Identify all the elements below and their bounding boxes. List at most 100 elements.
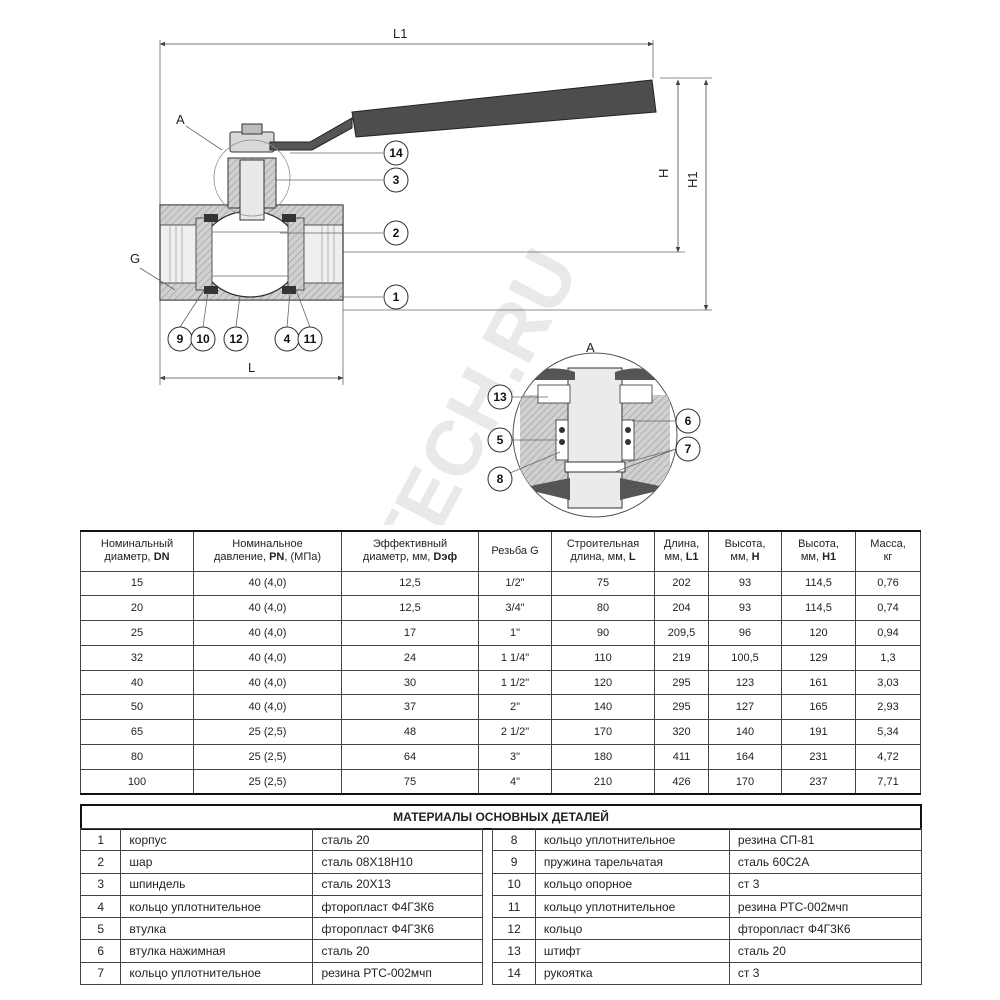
dimension-l1: L1 (159, 26, 654, 205)
table-cell: 25 (80, 620, 194, 646)
table-cell: 37 (341, 694, 479, 721)
part-material: сталь 60С2А (728, 850, 923, 874)
table-cell: 30 (341, 669, 479, 696)
header-mass: Масса,кг (855, 530, 921, 572)
part-material: резина РТС-002мчп (312, 961, 484, 986)
column-gap (482, 895, 494, 918)
header-text: Номинальный (100, 538, 174, 551)
table-cell: 4,72 (855, 744, 921, 770)
header-text: мм, (664, 551, 683, 564)
part-name: втулка нажимная (120, 939, 314, 963)
part-number: 4 (79, 894, 122, 919)
table-cell: 140 (708, 719, 782, 746)
column-gap (482, 828, 494, 851)
detail-a-marker: A (176, 112, 291, 217)
table-cell: 5,34 (855, 719, 921, 746)
table-cell: 25 (2,5) (193, 719, 342, 746)
table-cell: 17 (341, 620, 479, 646)
header-text: мм, (800, 551, 820, 564)
part-number: 7 (79, 961, 122, 986)
callout-14: 14 (389, 146, 403, 160)
header-thread: Резьба G (478, 530, 552, 572)
part-name: кольцо опорное (534, 872, 730, 896)
callout-12: 12 (229, 332, 243, 346)
part-number: 5 (79, 917, 122, 941)
table-cell: 40 (80, 669, 194, 696)
part-name: кольцо уплотнительное (120, 894, 314, 919)
header-text: Номинальное (232, 538, 303, 551)
table-cell: 93 (708, 570, 782, 597)
part-number: 2 (79, 850, 122, 874)
header-text: Длина, (663, 538, 700, 551)
table-cell: 0,74 (855, 595, 921, 622)
column-gap (482, 850, 494, 874)
table-cell: 1" (478, 620, 552, 646)
table-cell: 123 (708, 669, 782, 696)
table-cell: 12,5 (341, 595, 479, 622)
table-cell: 140 (551, 694, 655, 721)
dim-l-label: L (248, 360, 255, 375)
column-gap (482, 917, 494, 940)
table-cell: 219 (654, 644, 709, 671)
part-name: кольцо уплотнительное (534, 827, 730, 852)
table-cell: 4" (478, 768, 552, 796)
table-cell: 1 1/4" (478, 644, 552, 671)
part-number: 9 (492, 850, 536, 874)
callout-6: 6 (685, 414, 692, 428)
table-cell: 120 (781, 620, 856, 646)
part-material: фторопласт Ф4Г3К6 (312, 917, 484, 941)
part-number: 8 (492, 827, 536, 852)
table-cell: 114,5 (781, 595, 856, 622)
table-cell: 164 (708, 744, 782, 770)
table-cell: 15 (80, 570, 194, 597)
header-text: диаметр, мм, (362, 551, 431, 564)
callouts-main-right: 14 3 2 1 (275, 140, 409, 310)
part-material: сталь 20 (312, 827, 484, 852)
part-name: шар (120, 850, 314, 874)
part-material: ст 3 (728, 961, 923, 986)
table-cell: 90 (551, 620, 655, 646)
table-cell: 40 (4,0) (193, 669, 342, 696)
valve-drawing: SANTECH.RU L1 L H H1 (130, 26, 712, 525)
part-material: сталь 20 (728, 939, 923, 963)
callout-13: 13 (493, 390, 507, 404)
part-name: пружина тарельчатая (534, 850, 730, 874)
table-cell: 237 (781, 768, 856, 796)
part-material: фторопласт Ф4Г3К6 (312, 894, 484, 919)
header-text: , (МПа) (284, 551, 322, 564)
callout-2: 2 (393, 226, 400, 240)
table-cell: 65 (80, 719, 194, 746)
table-cell: 0,94 (855, 620, 921, 646)
part-number: 11 (492, 894, 536, 919)
callout-1: 1 (393, 290, 400, 304)
table-cell: 75 (341, 768, 479, 796)
detail-view-title: A (586, 340, 595, 355)
column-gap (482, 962, 494, 985)
table-cell: 231 (781, 744, 856, 770)
header-text: Строительная (566, 538, 640, 551)
header-text: Масса, (870, 538, 906, 551)
dimension-l: L (159, 290, 344, 385)
part-name: штифт (534, 939, 730, 963)
table-cell: 1,3 (855, 644, 921, 671)
table-cell: 295 (654, 669, 709, 696)
header-text: Высота, (724, 538, 766, 551)
table-cell: 127 (708, 694, 782, 721)
part-number: 12 (492, 917, 536, 941)
table-cell: 209,5 (654, 620, 709, 646)
table-cell: 80 (551, 595, 655, 622)
table-cell: 180 (551, 744, 655, 770)
header-l1: Длина,мм, L1 (654, 530, 709, 572)
part-number: 1 (79, 827, 122, 852)
table-cell: 80 (80, 744, 194, 770)
thread-g-label: G (130, 251, 140, 266)
callout-10: 10 (196, 332, 210, 346)
table-cell: 3,03 (855, 669, 921, 696)
header-symbol: H1 (822, 551, 837, 564)
